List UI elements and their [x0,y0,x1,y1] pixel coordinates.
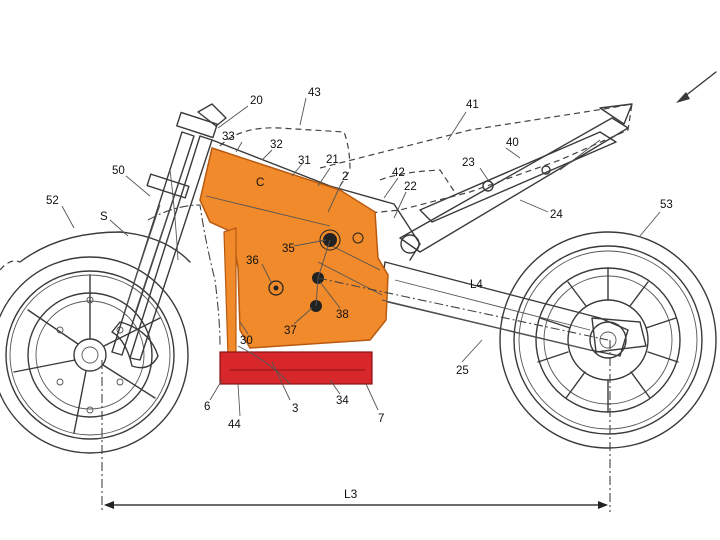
front-fender [19,231,191,263]
label-30: 30 [240,335,253,347]
label-6: 6 [204,401,210,413]
label-3: 3 [292,403,298,415]
engine-unit [199,147,389,349]
label-21: 21 [326,154,339,166]
battery-pack [219,351,373,385]
label-23: 23 [462,157,475,169]
label-38: 38 [336,309,349,321]
label-35: 35 [282,243,295,255]
label-2: 2 [342,171,348,183]
label-34: 34 [336,395,349,407]
rear-subframe [399,103,633,254]
engine-mount-bar [223,227,237,357]
label-37: 37 [284,325,297,337]
label-41: 41 [466,99,479,111]
main-frame [211,139,421,261]
front-fork [111,111,218,361]
label-50: 50 [112,165,125,177]
l4-line [317,277,609,341]
front-wheel [0,256,189,454]
label-25: 25 [456,365,469,377]
label-36: 36 [246,255,259,267]
label-L4: L4 [470,279,483,291]
label-7: 7 [378,413,384,425]
direction-arrow-icon [676,71,717,103]
label-52: 52 [46,195,59,207]
label-32: 32 [270,139,283,151]
leader-lines [61,97,661,417]
label-S: S [100,211,108,223]
label-31: 31 [298,155,311,167]
seat-outline [319,103,633,215]
wheelbase-dimension [101,340,611,512]
label-33: 33 [222,131,235,143]
engine-shafts [268,229,364,312]
label-C: C [256,177,264,189]
label-43: 43 [308,87,321,99]
label-20: 20 [250,95,263,107]
label-53: 53 [660,199,673,211]
label-24: 24 [550,209,563,221]
label-L3: L3 [344,487,358,501]
reference-labels: 20 43 41 33 32 31 21 2 C 42 22 23 40 24 … [46,87,673,501]
label-40: 40 [506,137,519,149]
label-22: 22 [404,181,417,193]
rear-wheel [499,231,717,449]
label-42: 42 [392,167,405,179]
label-44: 44 [228,419,241,431]
